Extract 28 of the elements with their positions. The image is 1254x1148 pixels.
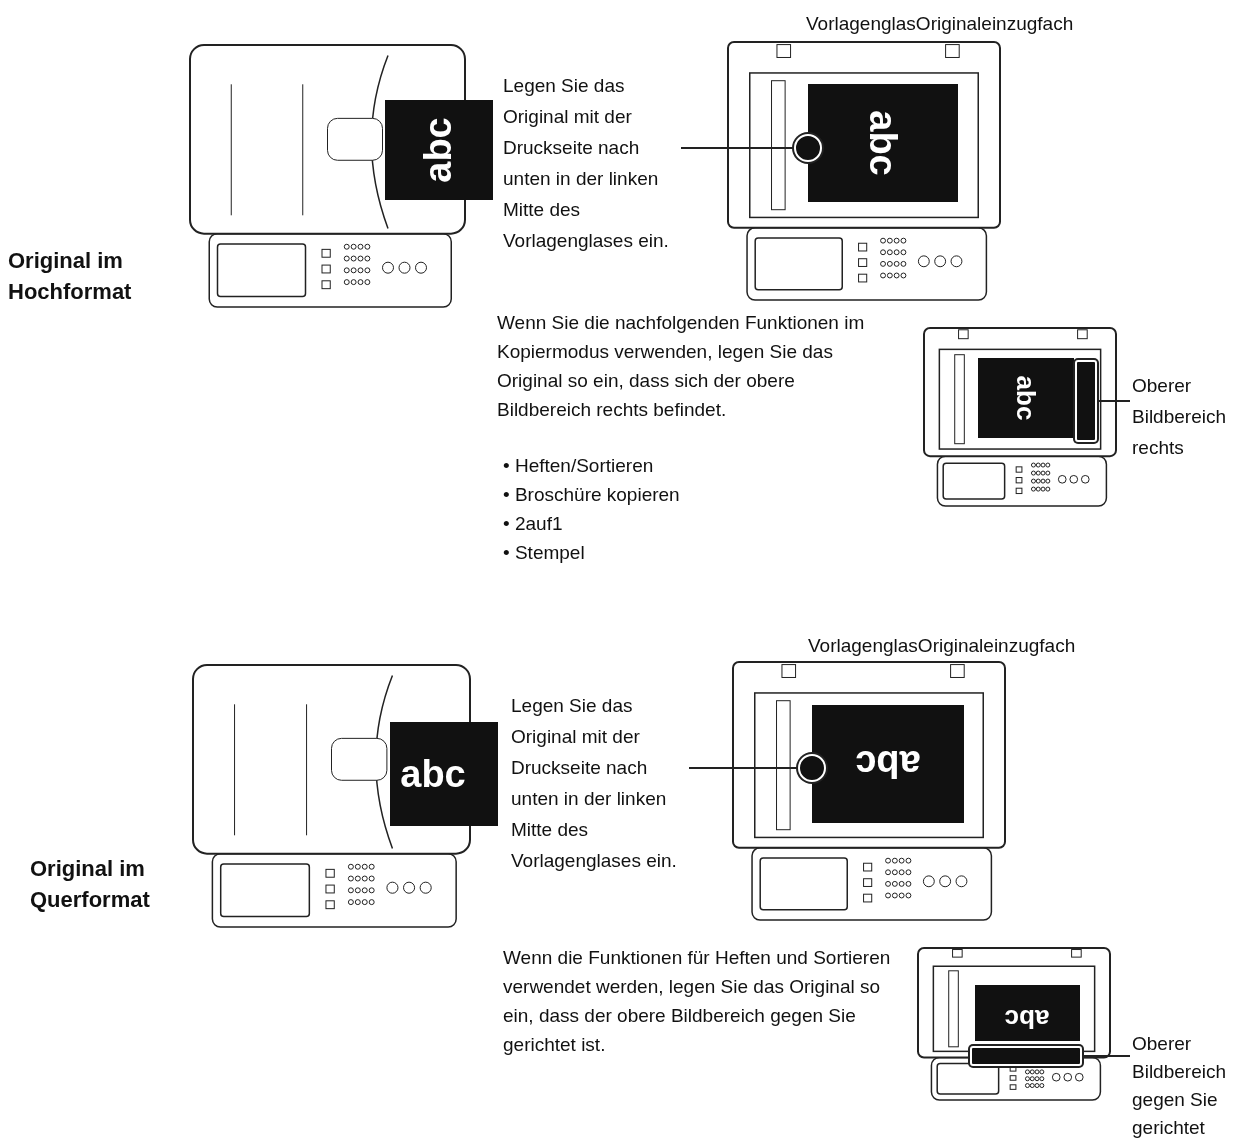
image-top-area [1075,360,1097,442]
instruction-text: Legen Sie das Original mit der Druckseite nach unten in der linken Mitte des Vorlagenglases ein. [503,70,675,256]
list-item: • Heften/Sortieren [503,454,654,478]
instruction-text: Wenn die Funktionen für Heften und Sortieren verwendet werden, legen Sie das Original so ein, dass der obere Bildbereich gegen Sie gerichtet ist. [503,946,892,1057]
heading-label: VorlagenglasOriginaleinzugfach [806,12,1074,36]
section-heading: Original im Hochformat [8,247,133,306]
instruction-text: Legen Sie das Original mit der Druckseite nach unten in der linken Mitte des Vorlagenglases ein. [511,690,683,876]
list-item: • Stempel [503,541,585,565]
list-item: • 2auf1 [503,512,563,536]
paper-text: abc [1013,375,1039,421]
position-mark [798,754,826,782]
paper-text: abc [400,755,466,793]
leader-line [1082,1055,1131,1057]
position-mark [794,134,822,162]
instruction-text: Oberer Bildbereich rechts [1132,370,1252,463]
instruction-text: Oberer Bildbereich gegen Sie gerichtet [1132,1030,1252,1142]
leader-line [688,767,798,769]
leader-line [1097,400,1131,402]
paper-text: abc [855,745,921,783]
section-heading: Original im Querformat [30,855,151,914]
instruction-text: Wenn Sie die nachfolgenden Funktionen im Kopiermodus verwenden, legen Sie das Original so ein, dass sich der obere Bildbereich rechts befindet. [497,311,866,422]
paper-text: abc [864,110,902,176]
list-item: • Broschüre kopieren [503,483,680,507]
image-top-area [970,1046,1082,1066]
leader-line [680,147,794,149]
paper-text: abc [1004,1006,1050,1032]
heading-label: VorlagenglasOriginaleinzugfach [808,634,1076,658]
paper-text: abc [419,117,457,183]
